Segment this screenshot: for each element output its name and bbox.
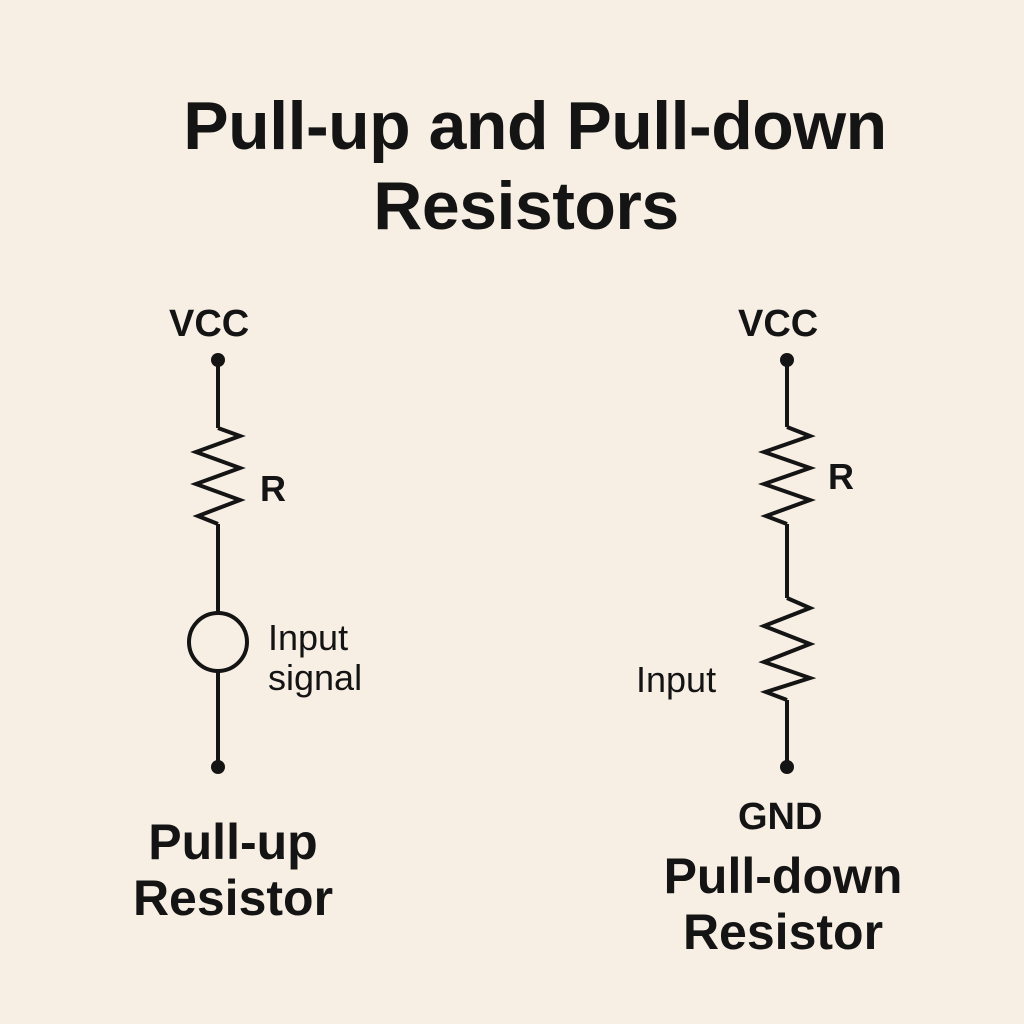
pull-up-input-label-line-2: signal (268, 657, 363, 698)
pull-down-resistor-input-symbol (758, 596, 817, 702)
pull-down-circuit (757, 353, 817, 774)
pull-up-caption: Pull-up Resistor (118, 814, 348, 926)
pull-up-input-label: Input signal (268, 618, 362, 698)
pull-up-bottom-terminal (211, 760, 225, 774)
pull-down-gnd-label: GND (738, 796, 823, 838)
pull-up-vcc-label: VCC (169, 303, 250, 345)
pull-down-resistor-label: R (828, 456, 854, 497)
pull-down-input-label: Input (636, 659, 717, 700)
pull-down-vcc-label: VCC (738, 303, 819, 345)
title-line-1: Pull-up and Pull-down (183, 88, 887, 164)
pull-up-caption-line-2: Resistor (132, 870, 334, 926)
title-line-2: Resistors (373, 168, 679, 244)
page-title: Pull-up and Pull-down Resistors (0, 86, 1024, 246)
pull-up-caption-line-1: Pull-up (148, 814, 318, 870)
pull-down-caption-line-1: Pull-down (663, 848, 903, 904)
pull-up-resistor-symbol (190, 426, 246, 526)
pull-down-gnd-terminal (780, 760, 794, 774)
pull-up-resistor-label: R (260, 468, 286, 509)
pull-up-input-signal-symbol (187, 611, 249, 673)
pull-down-resistor-r-symbol (757, 425, 817, 526)
pull-up-input-label-line-1: Input (268, 617, 349, 658)
pull-up-circuit (187, 353, 249, 774)
pull-down-caption: Pull-down Resistor (638, 848, 928, 960)
pull-down-caption-line-2: Resistor (682, 904, 884, 960)
